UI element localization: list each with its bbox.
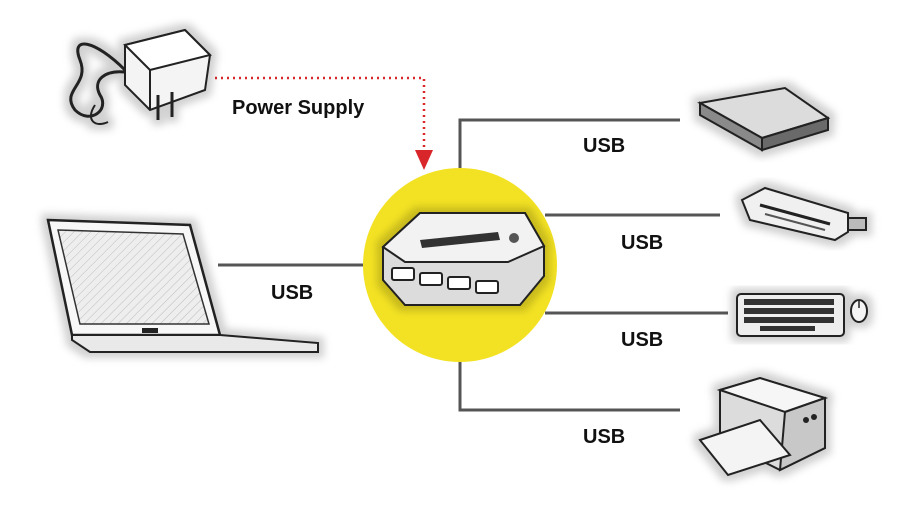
usb-label-keyboard: USB (621, 329, 664, 351)
usb-lines (218, 118, 728, 412)
usb-label-printer: USB (583, 426, 626, 448)
laptop-icon (46, 218, 319, 353)
keyboard-mouse-icon (736, 293, 868, 337)
external-drive-icon (697, 86, 831, 152)
power-adapter-icon (69, 28, 212, 125)
usb-label-drive: USB (583, 135, 626, 157)
printer-icon (698, 376, 829, 477)
usb-label-laptop: USB (271, 282, 314, 304)
power-arrow (415, 150, 433, 170)
power-supply-label: Power Supply (232, 97, 365, 119)
line-hub-to-printer (458, 362, 680, 412)
usb-label-card-reader: USB (621, 232, 664, 254)
card-reader-icon (740, 186, 867, 242)
usb-hub-icon (381, 212, 546, 306)
line-hub-to-drive (458, 118, 680, 168)
